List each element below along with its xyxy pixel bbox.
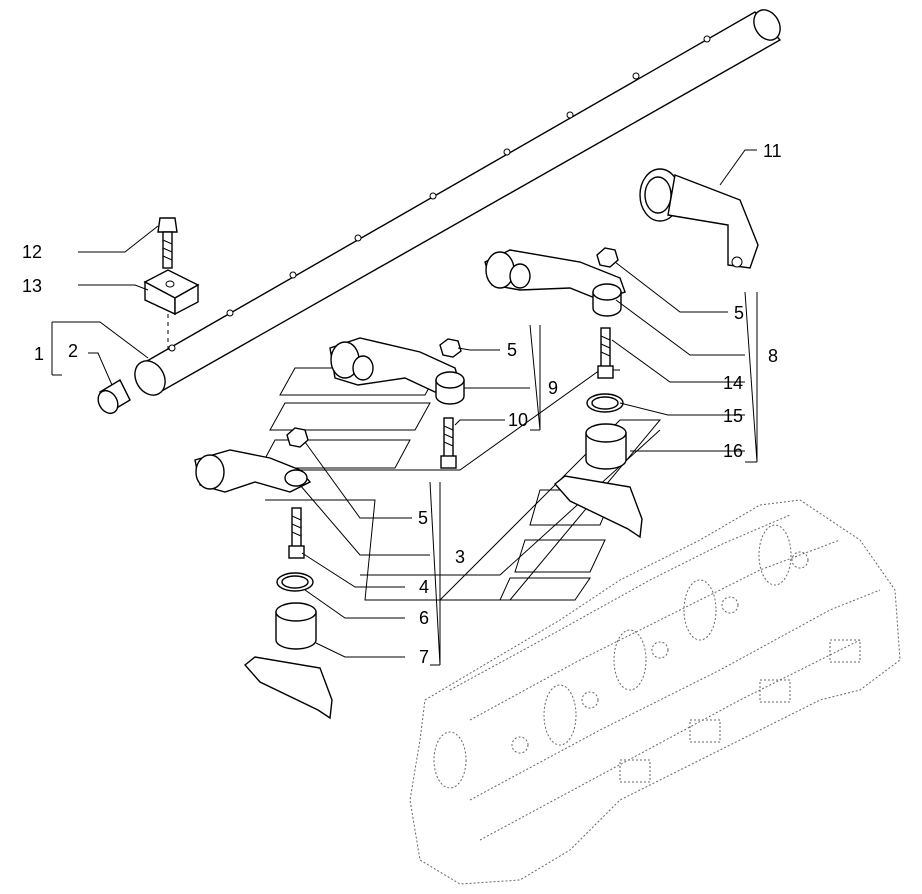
callout-labels: 1 2 3 4 5 5 5 6 7 8 9 10 11 12 13 14 15 …	[22, 141, 782, 667]
label-5c: 5	[418, 508, 428, 528]
nut-lower	[286, 427, 309, 448]
label-16: 16	[723, 441, 743, 461]
label-12: 12	[22, 242, 42, 262]
adjusting-screw-10	[440, 417, 457, 469]
label-5a: 5	[734, 303, 744, 323]
spacer-middle	[435, 371, 465, 405]
label-15: 15	[723, 406, 743, 426]
snap-ring-6	[276, 572, 314, 592]
spacer-upper	[592, 283, 622, 317]
label-10: 10	[508, 410, 528, 430]
leader-lines	[51, 149, 758, 666]
rocker-arm-11	[639, 168, 759, 269]
label-4: 4	[419, 577, 429, 597]
nut-middle	[439, 338, 462, 358]
adjusting-screw-4	[288, 507, 305, 559]
valve-bridge-upper	[553, 475, 643, 539]
label-2: 2	[68, 341, 78, 361]
label-13: 13	[22, 276, 42, 296]
snap-ring-15	[586, 393, 624, 413]
label-1: 1	[34, 344, 44, 364]
label-3: 3	[455, 547, 465, 567]
valve-bridge-lower	[243, 656, 333, 720]
rocker-arm-8	[484, 249, 626, 301]
adjusting-screw-14	[597, 327, 614, 379]
label-5b: 5	[507, 340, 517, 360]
mount-block	[143, 269, 200, 316]
label-11: 11	[763, 141, 782, 161]
nut-upper	[596, 247, 619, 268]
rocker-shaft	[134, 9, 782, 396]
tappet-7	[275, 602, 317, 650]
label-9: 9	[548, 378, 558, 398]
tappet-16	[585, 423, 627, 470]
label-6: 6	[419, 608, 429, 628]
cylinder-head-outline	[409, 499, 901, 885]
label-14: 14	[723, 373, 743, 393]
rocker-arm-9	[329, 337, 461, 393]
label-7: 7	[419, 647, 429, 667]
label-8: 8	[768, 346, 778, 366]
bolt-12	[157, 217, 178, 269]
rocker-arm-3	[194, 449, 312, 493]
shaft-plug	[97, 379, 131, 415]
